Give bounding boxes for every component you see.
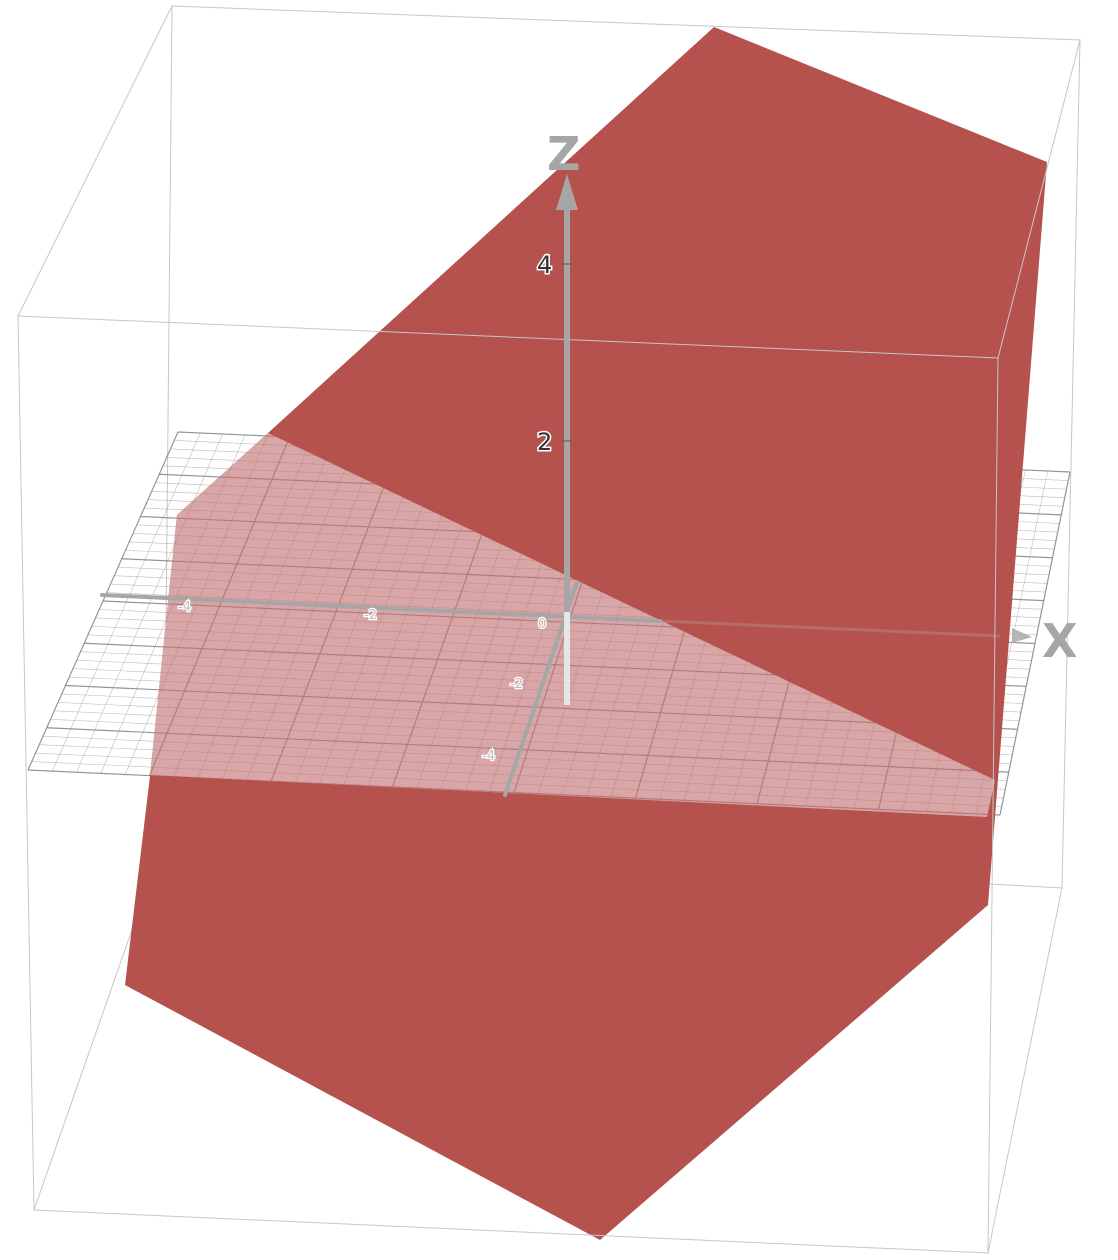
x-axis-arrowhead (1012, 628, 1032, 643)
grid-line (150, 684, 995, 730)
grid-line (150, 735, 995, 781)
grid-line (999, 471, 1071, 816)
z-axis-arrowhead (556, 174, 578, 210)
z-tick-label-4: 4 (537, 251, 552, 279)
grid-line (150, 727, 995, 773)
grid-line (150, 702, 995, 747)
y-tick-label-neg4: -4 (482, 749, 495, 764)
grid-line (150, 710, 995, 756)
bounding-box-front (17, 39, 1081, 1254)
y-tick-label-neg2: -2 (510, 677, 523, 692)
z-axis-label: Z (547, 127, 580, 181)
axes (100, 174, 1032, 797)
x-tick-label-0: 0 (538, 617, 546, 632)
x-tick-label-neg4: -4 (178, 600, 191, 615)
grid-line (150, 744, 995, 790)
translucent-plane-region (150, 433, 995, 817)
grid-line (150, 761, 995, 807)
z-tick-label-2: 2 (537, 428, 552, 456)
x-axis-label: X (1042, 614, 1077, 668)
grid-line (150, 719, 995, 764)
grid-line (150, 693, 995, 739)
x-tick-label-neg2: -2 (364, 608, 377, 623)
grid-line (150, 752, 995, 799)
x-axis-hidden-part (659, 619, 1001, 638)
